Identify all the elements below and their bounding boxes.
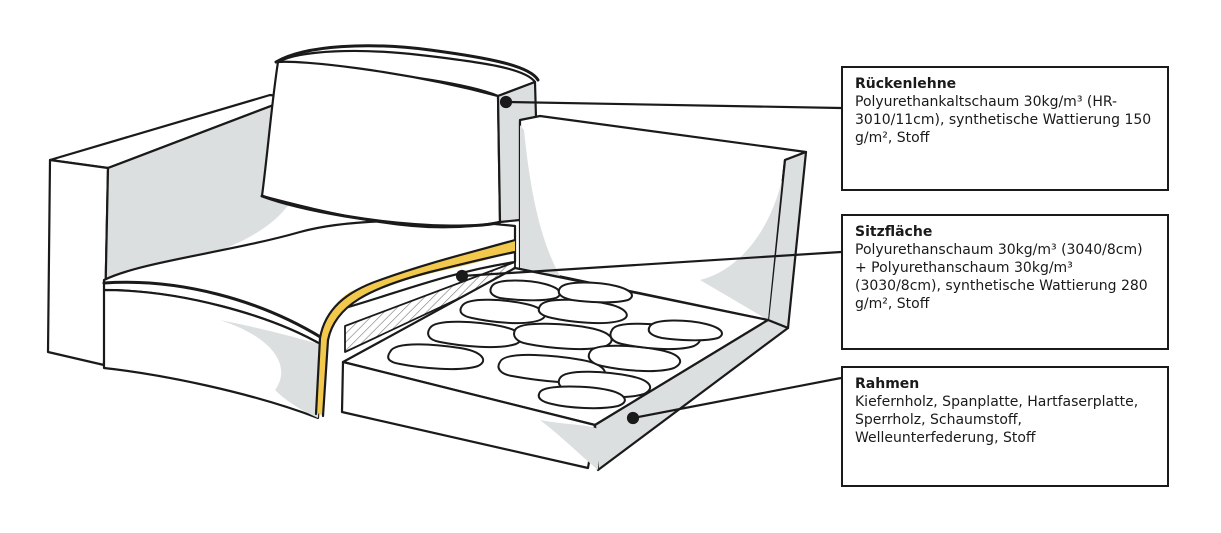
backrest-label-box: Rückenlehne Polyurethankaltschaum 30kg/m… <box>841 66 1169 191</box>
seat-description: Polyurethanschaum 30kg/m³ (3040/8cm) + P… <box>855 242 1148 312</box>
backrest-description: Polyurethankaltschaum 30kg/m³ (HR-3010/1… <box>855 94 1152 146</box>
leader-dot-seat <box>455 269 469 283</box>
leader-line-seat <box>461 250 842 278</box>
leader-lines <box>455 95 842 425</box>
frame-title: Rahmen <box>855 376 920 392</box>
frame-description: Kiefernholz, Spanplatte, Hartfaserplatte… <box>855 394 1139 446</box>
seat-title: Sitzfläche <box>855 224 933 240</box>
wave-springs <box>387 279 723 410</box>
spring <box>557 281 633 304</box>
spring <box>647 319 723 342</box>
spring <box>387 343 485 371</box>
spring <box>489 279 561 302</box>
spring <box>537 385 626 410</box>
frame-label-box: Rahmen Kiefernholz, Spanplatte, Hartfase… <box>841 366 1169 487</box>
leader-line-backrest <box>505 100 842 110</box>
armrest <box>46 93 300 367</box>
backrest-title: Rückenlehne <box>855 76 957 92</box>
spring <box>427 320 523 349</box>
seat-label-box: Sitzfläche Polyurethanschaum 30kg/m³ (30… <box>841 214 1169 350</box>
leader-dot-backrest <box>499 95 513 109</box>
leader-line-frame <box>632 376 842 420</box>
back-cushion <box>260 44 540 229</box>
leader-dot-frame <box>626 411 640 425</box>
spring <box>459 298 546 325</box>
seat-cushion <box>102 219 517 420</box>
